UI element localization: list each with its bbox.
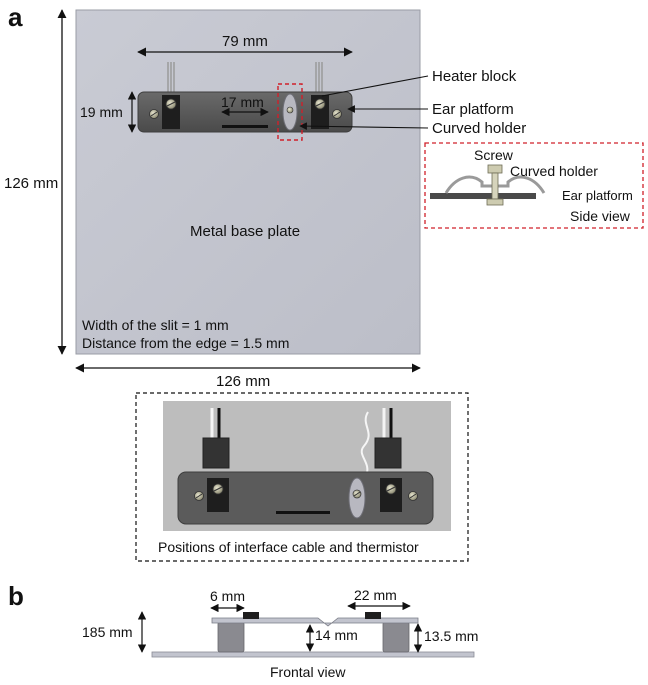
base-width-label: 126 mm	[216, 373, 270, 390]
screw-icon	[385, 483, 397, 495]
heater-block-callout: Heater block	[432, 68, 517, 85]
interface-cable-right	[374, 408, 402, 469]
screw-icon	[286, 106, 294, 114]
photo-ear-platform	[177, 471, 434, 525]
frontal-leg-right	[382, 621, 410, 653]
frontal-base-plate	[151, 651, 475, 658]
photo-slit	[276, 511, 330, 514]
base-height-label: 126 mm	[4, 175, 58, 192]
heater-block-callout-line	[321, 75, 429, 97]
frontal-heater-block-right	[365, 612, 381, 619]
screw-icon	[314, 98, 326, 110]
screw-icon	[149, 109, 159, 119]
side-view-inset	[424, 142, 644, 229]
slit-width-note: Width of the slit = 1 mm	[82, 317, 229, 333]
metal-base-plate	[75, 9, 421, 355]
edge-distance-note: Distance from the edge = 1.5 mm	[82, 335, 289, 351]
slit-length-label: 17 mm	[221, 94, 264, 110]
side-view-caption: Side view	[570, 208, 631, 224]
panel-a-label: a	[8, 2, 23, 32]
frontal-leg-width-label: 6 mm	[210, 588, 245, 604]
side-view-ear-platform-label: Ear platform	[562, 188, 633, 203]
heater-wires-right	[315, 62, 323, 95]
photo-heater-block-right	[380, 478, 402, 512]
screw-icon	[332, 109, 342, 119]
side-view-screw	[486, 164, 504, 206]
photo-heater-block-left	[207, 478, 229, 512]
frontal-block-height-label: 13.5 mm	[424, 628, 478, 644]
side-view-screw-label: Screw	[474, 147, 514, 163]
side-view-platform-bar	[430, 193, 536, 199]
frontal-block-width-label: 22 mm	[354, 587, 397, 603]
screw-icon	[194, 491, 204, 501]
curved-holder-callout-line	[299, 122, 429, 130]
panel-b-label: b	[8, 581, 24, 611]
thermistor-wire	[360, 411, 370, 477]
frontal-heater-block-left	[243, 612, 259, 619]
screw-span-label: 79 mm	[222, 33, 268, 50]
curved-holder-callout: Curved holder	[432, 120, 526, 137]
ear-platform-callout: Ear platform	[432, 101, 514, 118]
heater-wires-left	[167, 62, 175, 95]
platform-slit	[222, 125, 268, 128]
frontal-gap-label: 14 mm	[315, 627, 358, 643]
curved-holder-highlight-box	[277, 83, 303, 141]
platform-height-label: 19 mm	[80, 104, 123, 120]
base-plate-title: Metal base plate	[190, 223, 300, 240]
screw-icon	[165, 98, 177, 110]
frontal-caption: Frontal view	[270, 664, 346, 680]
side-view-curved-holder-label: Curved holder	[510, 163, 598, 179]
frontal-total-label: 185 mm	[82, 624, 133, 640]
frontal-leg-left	[217, 621, 245, 653]
screw-icon	[408, 491, 418, 501]
interface-cable-left	[202, 408, 230, 469]
screw-icon	[352, 489, 362, 499]
screw-icon	[212, 483, 224, 495]
photo-caption: Positions of interface cable and thermis…	[158, 539, 419, 555]
